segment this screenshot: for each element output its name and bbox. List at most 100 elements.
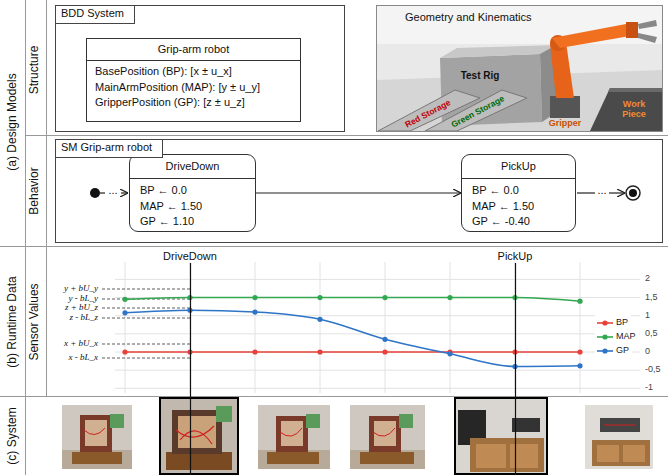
system-photo (110, 414, 124, 428)
box-entry: BP ← 0.0 (462, 183, 575, 199)
axis-tick: -0,5 (645, 365, 661, 375)
box-entry: GP ← -0.40 (462, 214, 575, 230)
section-rule (46, 0, 47, 397)
system-photo (374, 421, 396, 446)
geometry-render (377, 6, 662, 131)
bound-label: x - bL_x (69, 353, 99, 363)
box-entry: GripperPosition (GP): [z ± u_z] (87, 95, 300, 111)
legend-text: MAP (616, 331, 636, 341)
bound-label: z + bU_z (65, 303, 98, 313)
box-heading: DriveDown (130, 155, 255, 179)
system-photo (510, 444, 538, 468)
system-photo (166, 452, 232, 470)
system-photo (360, 452, 414, 464)
series-dot (317, 349, 322, 354)
part-label: Gripper (549, 119, 582, 129)
grid-line (125, 262, 126, 393)
series-dot (252, 295, 257, 300)
box-entry: GP ← 1.10 (130, 214, 255, 230)
time-marker-line (191, 263, 516, 475)
system-photo (178, 416, 216, 448)
bound-label: z - bL_z (69, 313, 98, 323)
state-machine-symbols (90, 188, 100, 198)
system-photo (176, 426, 214, 444)
bound-line (102, 318, 190, 319)
axis-tick: 0 (645, 347, 650, 357)
series-dot (382, 337, 387, 342)
state-box: DriveDownBP ← 0.0MAP ← 1.50GP ← 1.10 (129, 154, 256, 232)
box-entry: BasePosition (BP): [x ± u_x] (87, 64, 300, 80)
axis-tick: 1,5 (645, 293, 658, 303)
grid-line (115, 352, 640, 353)
section-label: (b) Runtime Data (6, 276, 19, 367)
transition-arrow (256, 192, 461, 193)
series-dot (577, 299, 582, 304)
time-marker-line (190, 263, 191, 475)
geometry-render (550, 42, 574, 98)
box-heading: PickUp (462, 155, 575, 179)
system-photo (373, 428, 395, 436)
system-photo (160, 398, 238, 474)
grid-line (580, 262, 581, 393)
series-dot (382, 295, 387, 300)
box-heading: Grip-arm robot (87, 39, 300, 61)
geometry-render (440, 45, 556, 58)
sensor-chart (102, 262, 640, 393)
part-label: Green Storage (450, 94, 506, 130)
box-entry: MAP ← 1.50 (462, 199, 575, 215)
section-rule (25, 135, 668, 136)
diagram-frame: SM Grip-arm robotDriveDownBP ← 0.0MAP ← … (55, 139, 663, 243)
legend-dot (602, 334, 607, 339)
system-photo (369, 416, 401, 452)
state-machine-symbols (121, 192, 128, 193)
system-photo (216, 406, 232, 422)
system-photo (399, 414, 413, 428)
state-marker: DriveDown (163, 250, 217, 262)
geometry-render (377, 6, 662, 131)
series-line (125, 351, 580, 353)
section-label: (c) System (6, 407, 19, 464)
grid-line (115, 279, 640, 280)
grid-line (255, 262, 256, 393)
state-machine-symbols (609, 192, 625, 193)
bound-line (102, 344, 190, 345)
bound-line (102, 289, 190, 290)
system-photo (455, 398, 547, 474)
system-photo (276, 416, 308, 452)
box-entry: MainArmPosition (MAP): [y ± u_y] (87, 80, 300, 96)
part-label: Work Piece (616, 100, 652, 120)
system-photo (476, 444, 506, 468)
series-dot (382, 349, 387, 354)
system-photo (258, 405, 330, 469)
section-label: Structure (28, 46, 41, 95)
series-dot (577, 363, 582, 368)
block-box: Grip-arm robotBasePosition (BP): [x ± u_… (86, 38, 301, 122)
legend-dot (602, 348, 607, 353)
section-label: Sensor Values (28, 283, 41, 360)
grid-line (115, 333, 640, 334)
geometry-render (608, 88, 662, 92)
grid-line (385, 262, 386, 393)
series-dot (122, 349, 127, 354)
system-photo (84, 428, 105, 435)
system-photo (597, 445, 619, 462)
geometry-render (638, 33, 657, 43)
system-photo (62, 450, 132, 469)
legend-row: MAP (595, 329, 639, 343)
section-rule (0, 246, 668, 247)
geometry-render (638, 20, 657, 29)
legend-dot (602, 320, 607, 325)
system-photo (585, 405, 653, 469)
system-photo (350, 405, 425, 469)
system-photo (172, 410, 222, 454)
ellipsis: ... (108, 184, 117, 196)
grid-line (320, 262, 321, 393)
geometry-render (377, 6, 662, 44)
frame-title: SM Grip-arm robot (56, 140, 163, 158)
frame-title: BDD System (56, 6, 135, 24)
legend-text: GP (616, 345, 629, 355)
series-dot (122, 297, 127, 302)
system-photo (350, 450, 425, 469)
section-rule (25, 0, 26, 475)
